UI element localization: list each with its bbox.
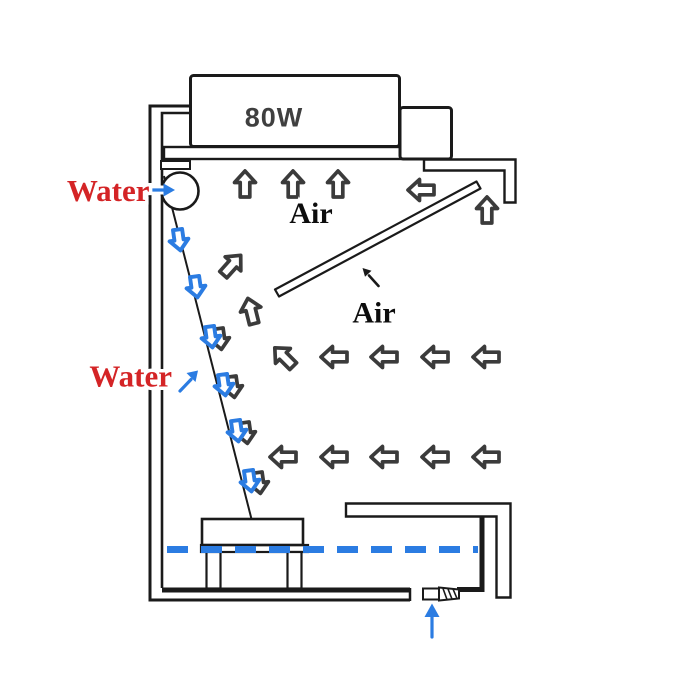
air-up-arrow-1 xyxy=(232,169,258,199)
fitting-body xyxy=(422,587,440,601)
water-drop-arrow-2 xyxy=(183,273,209,301)
air-left-arrow-r1-3 xyxy=(420,344,450,370)
outer-wall xyxy=(148,104,410,602)
air-label-middle: Air xyxy=(352,297,395,330)
air-left-arrow-r1-1 xyxy=(319,344,349,370)
air-deflect-arrow-head xyxy=(362,268,372,277)
inclined-plate xyxy=(273,180,482,298)
right-shelf-baffle xyxy=(344,502,512,599)
water-inlet-fitting xyxy=(422,586,460,602)
water-label-film: Water xyxy=(89,359,172,394)
air-up-arrow-inlet xyxy=(474,195,500,225)
water-drop-arrow-1 xyxy=(166,226,192,254)
heater-plate xyxy=(162,145,430,161)
chamber-shell xyxy=(148,104,512,602)
top-right-duct xyxy=(422,158,517,204)
air-left-arrow-r2-5 xyxy=(471,444,501,470)
air-deflect-arrow xyxy=(367,274,380,288)
water-label-inlet: Water xyxy=(67,173,150,208)
text-labels: Air Air Water Water xyxy=(63,170,399,398)
air-up-arrow-3 xyxy=(325,169,351,199)
air-left-arrow-top xyxy=(406,177,436,203)
fitting-ridges xyxy=(442,588,458,600)
air-diagonal-arrow xyxy=(213,246,251,284)
flow-arrows-layer xyxy=(166,169,501,497)
heater-power-label: 80W xyxy=(245,103,304,133)
annotation-arrows xyxy=(143,183,440,639)
air-left-arrow-r2-2 xyxy=(319,444,349,470)
roller-bracket xyxy=(160,160,191,170)
stand-top xyxy=(200,517,305,547)
air-upleft-arrow xyxy=(265,338,303,376)
inner-wall xyxy=(160,111,191,588)
heater-assembly: 80W xyxy=(160,74,517,204)
air-up-arrow-2 xyxy=(280,169,306,199)
water-film-arrow-head xyxy=(186,370,198,382)
stand-leg-right xyxy=(286,550,303,590)
pool-inlet-arrow-head xyxy=(424,603,440,617)
water-inlet-arrow-head xyxy=(163,183,175,197)
air-label-top: Air xyxy=(289,197,332,230)
air-left-arrow-r1-2 xyxy=(369,344,399,370)
stand-leg-left xyxy=(205,550,222,590)
air-left-arrow-r2-4 xyxy=(420,444,450,470)
air-up-arrow-4 xyxy=(235,293,267,329)
water-film-arrow xyxy=(178,377,193,393)
air-left-arrow-r2-3 xyxy=(369,444,399,470)
air-left-arrow-r1-4 xyxy=(471,344,501,370)
heater-side-block xyxy=(398,106,453,161)
air-left-arrow-r2-1 xyxy=(268,444,298,470)
